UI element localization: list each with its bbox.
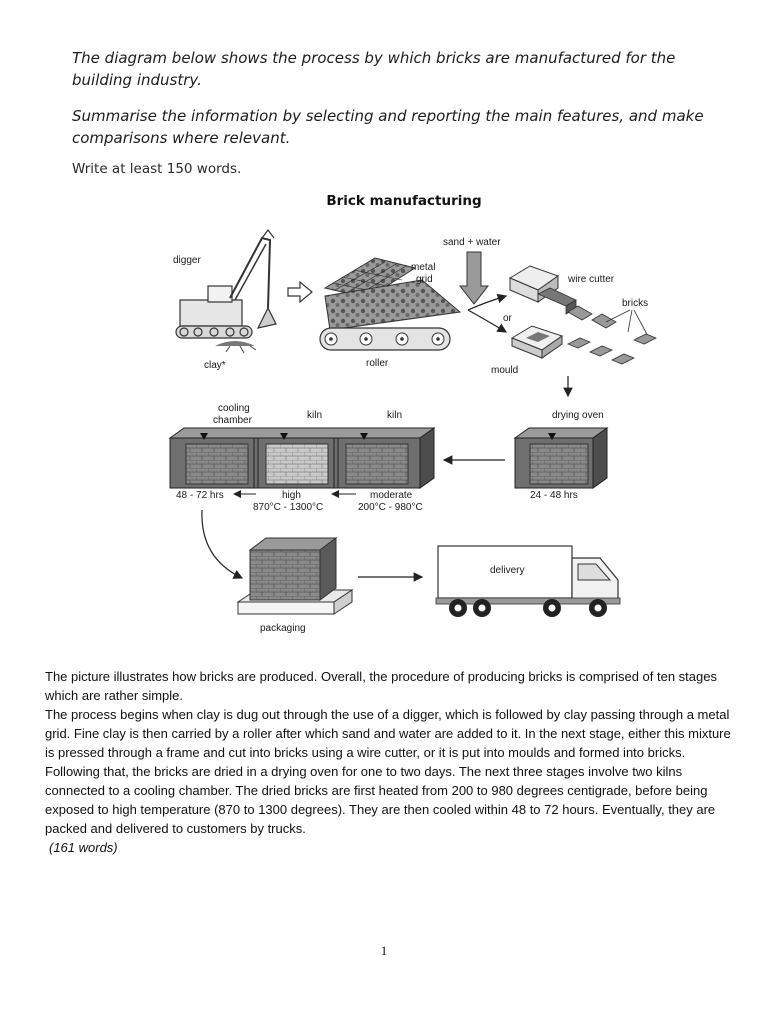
label-or: or	[503, 313, 513, 324]
label-high-temp: 870°C - 1300°C	[253, 502, 323, 513]
metal-grid-conveyor	[320, 258, 460, 350]
label-moderate-temp: 200°C - 980°C	[358, 502, 423, 513]
label-bricks: bricks	[622, 298, 648, 309]
label-packaging: packaging	[260, 623, 306, 634]
label-roller: roller	[366, 358, 389, 369]
label-cooling-time: 48 - 72 hrs	[176, 490, 224, 501]
label-digger: digger	[173, 255, 201, 266]
label-clay: clay*	[204, 360, 226, 371]
mould-illustration	[512, 326, 656, 364]
label-moderate: moderate	[370, 490, 413, 501]
diagram-title: Brick manufacturing	[0, 193, 768, 209]
label-chamber: chamber	[213, 415, 253, 426]
hollow-arrow-right	[288, 282, 312, 302]
kiln-block	[170, 428, 434, 488]
sand-water-arrow	[460, 252, 488, 304]
label-kiln-high: kiln	[307, 410, 322, 421]
arrow-to-packaging	[202, 510, 242, 578]
label-drying-oven: drying oven	[552, 410, 604, 421]
task-description: The diagram below shows the process by w…	[72, 47, 712, 91]
label-cooling: cooling	[218, 403, 250, 414]
delivery-truck	[436, 546, 620, 617]
label-delivery: delivery	[490, 565, 524, 576]
label-kiln-moderate: kiln	[387, 410, 402, 421]
digger-illustration	[176, 230, 276, 338]
task-instructions: Summarise the information by selecting a…	[72, 105, 712, 149]
arrow-to-mould	[468, 310, 506, 332]
packaging-pallet	[238, 538, 352, 614]
label-drying-time: 24 - 48 hrs	[530, 490, 578, 501]
brick-manufacturing-diagram: digger clay* metal grid roller sand + wa…	[160, 228, 680, 638]
label-high: high	[282, 490, 301, 501]
essay-paragraph-1: The picture illustrates how bricks are p…	[45, 667, 735, 705]
label-grid: grid	[416, 274, 433, 285]
clay-pile	[215, 341, 256, 353]
label-sand-water: sand + water	[443, 237, 501, 248]
drying-oven	[515, 428, 607, 488]
essay-body: The picture illustrates how bricks are p…	[45, 667, 735, 857]
label-mould: mould	[491, 365, 518, 376]
word-requirement: Write at least 150 words.	[72, 161, 241, 177]
label-metal: metal	[411, 262, 435, 273]
page-number: 1	[0, 943, 768, 959]
word-count: (161 words)	[45, 838, 735, 857]
label-wire-cutter: wire cutter	[567, 274, 615, 285]
essay-paragraph-2: The process begins when clay is dug out …	[45, 705, 735, 838]
